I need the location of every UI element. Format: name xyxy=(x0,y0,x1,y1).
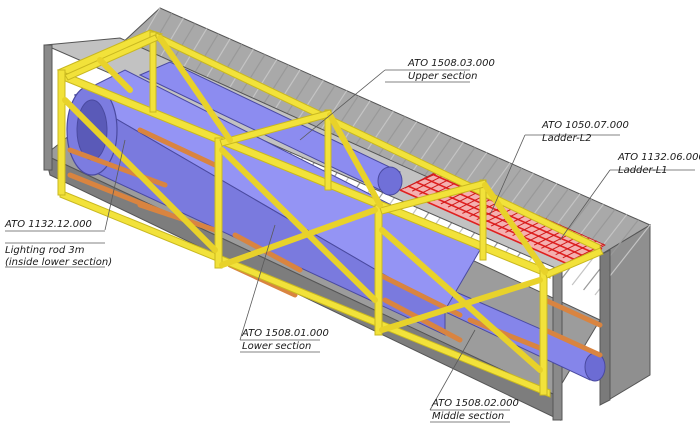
corrugation-line xyxy=(583,219,639,291)
lighting-rod-note: (inside lower section) xyxy=(5,257,112,268)
container-corner-post xyxy=(43,44,53,171)
ladder-l2-name: Ladder-L2 xyxy=(542,133,592,144)
ladder-rung xyxy=(404,170,440,189)
ladder-l1-name: Ladder-L1 xyxy=(618,165,668,176)
yellow-transport-frame xyxy=(56,29,604,398)
ladder-l1-code: ATO 1132.06.000 xyxy=(617,152,700,163)
lighting-rod-name: Lighting rod 3m xyxy=(5,245,85,256)
callout-upper-section: ATO 1508.03.000 Upper section xyxy=(299,58,495,141)
upper-section-name: Upper section xyxy=(408,71,477,82)
ladder-rung xyxy=(411,173,447,192)
ladder-rung xyxy=(419,176,454,195)
lower-section-name: Lower section xyxy=(242,341,311,352)
callout-ladder-l2: ATO 1050.07.000 Ladder-L2 xyxy=(489,120,629,216)
callout-middle-section: ATO 1508.02.000 Middle section xyxy=(429,329,519,423)
container-end-frame xyxy=(599,249,611,406)
callout-lighting-rod: ATO 1132.12.000 Lighting rod 3m (inside … xyxy=(4,139,126,268)
lighting-rod-code: ATO 1132.12.000 xyxy=(4,219,92,230)
upper-section-code: ATO 1508.03.000 xyxy=(407,58,495,69)
callout-ladder-l1: ATO 1132.06.000 Ladder-L1 xyxy=(559,152,700,241)
ladder-l2-code: ATO 1050.07.000 xyxy=(541,120,629,131)
yellow-diagonals xyxy=(62,35,548,373)
middle-section-code: ATO 1508.02.000 xyxy=(431,398,519,409)
callout-lower-section: ATO 1508.01.000 Lower section xyxy=(239,224,329,353)
middle-section-name: Middle section xyxy=(432,411,504,422)
lower-section-code: ATO 1508.01.000 xyxy=(241,328,329,339)
